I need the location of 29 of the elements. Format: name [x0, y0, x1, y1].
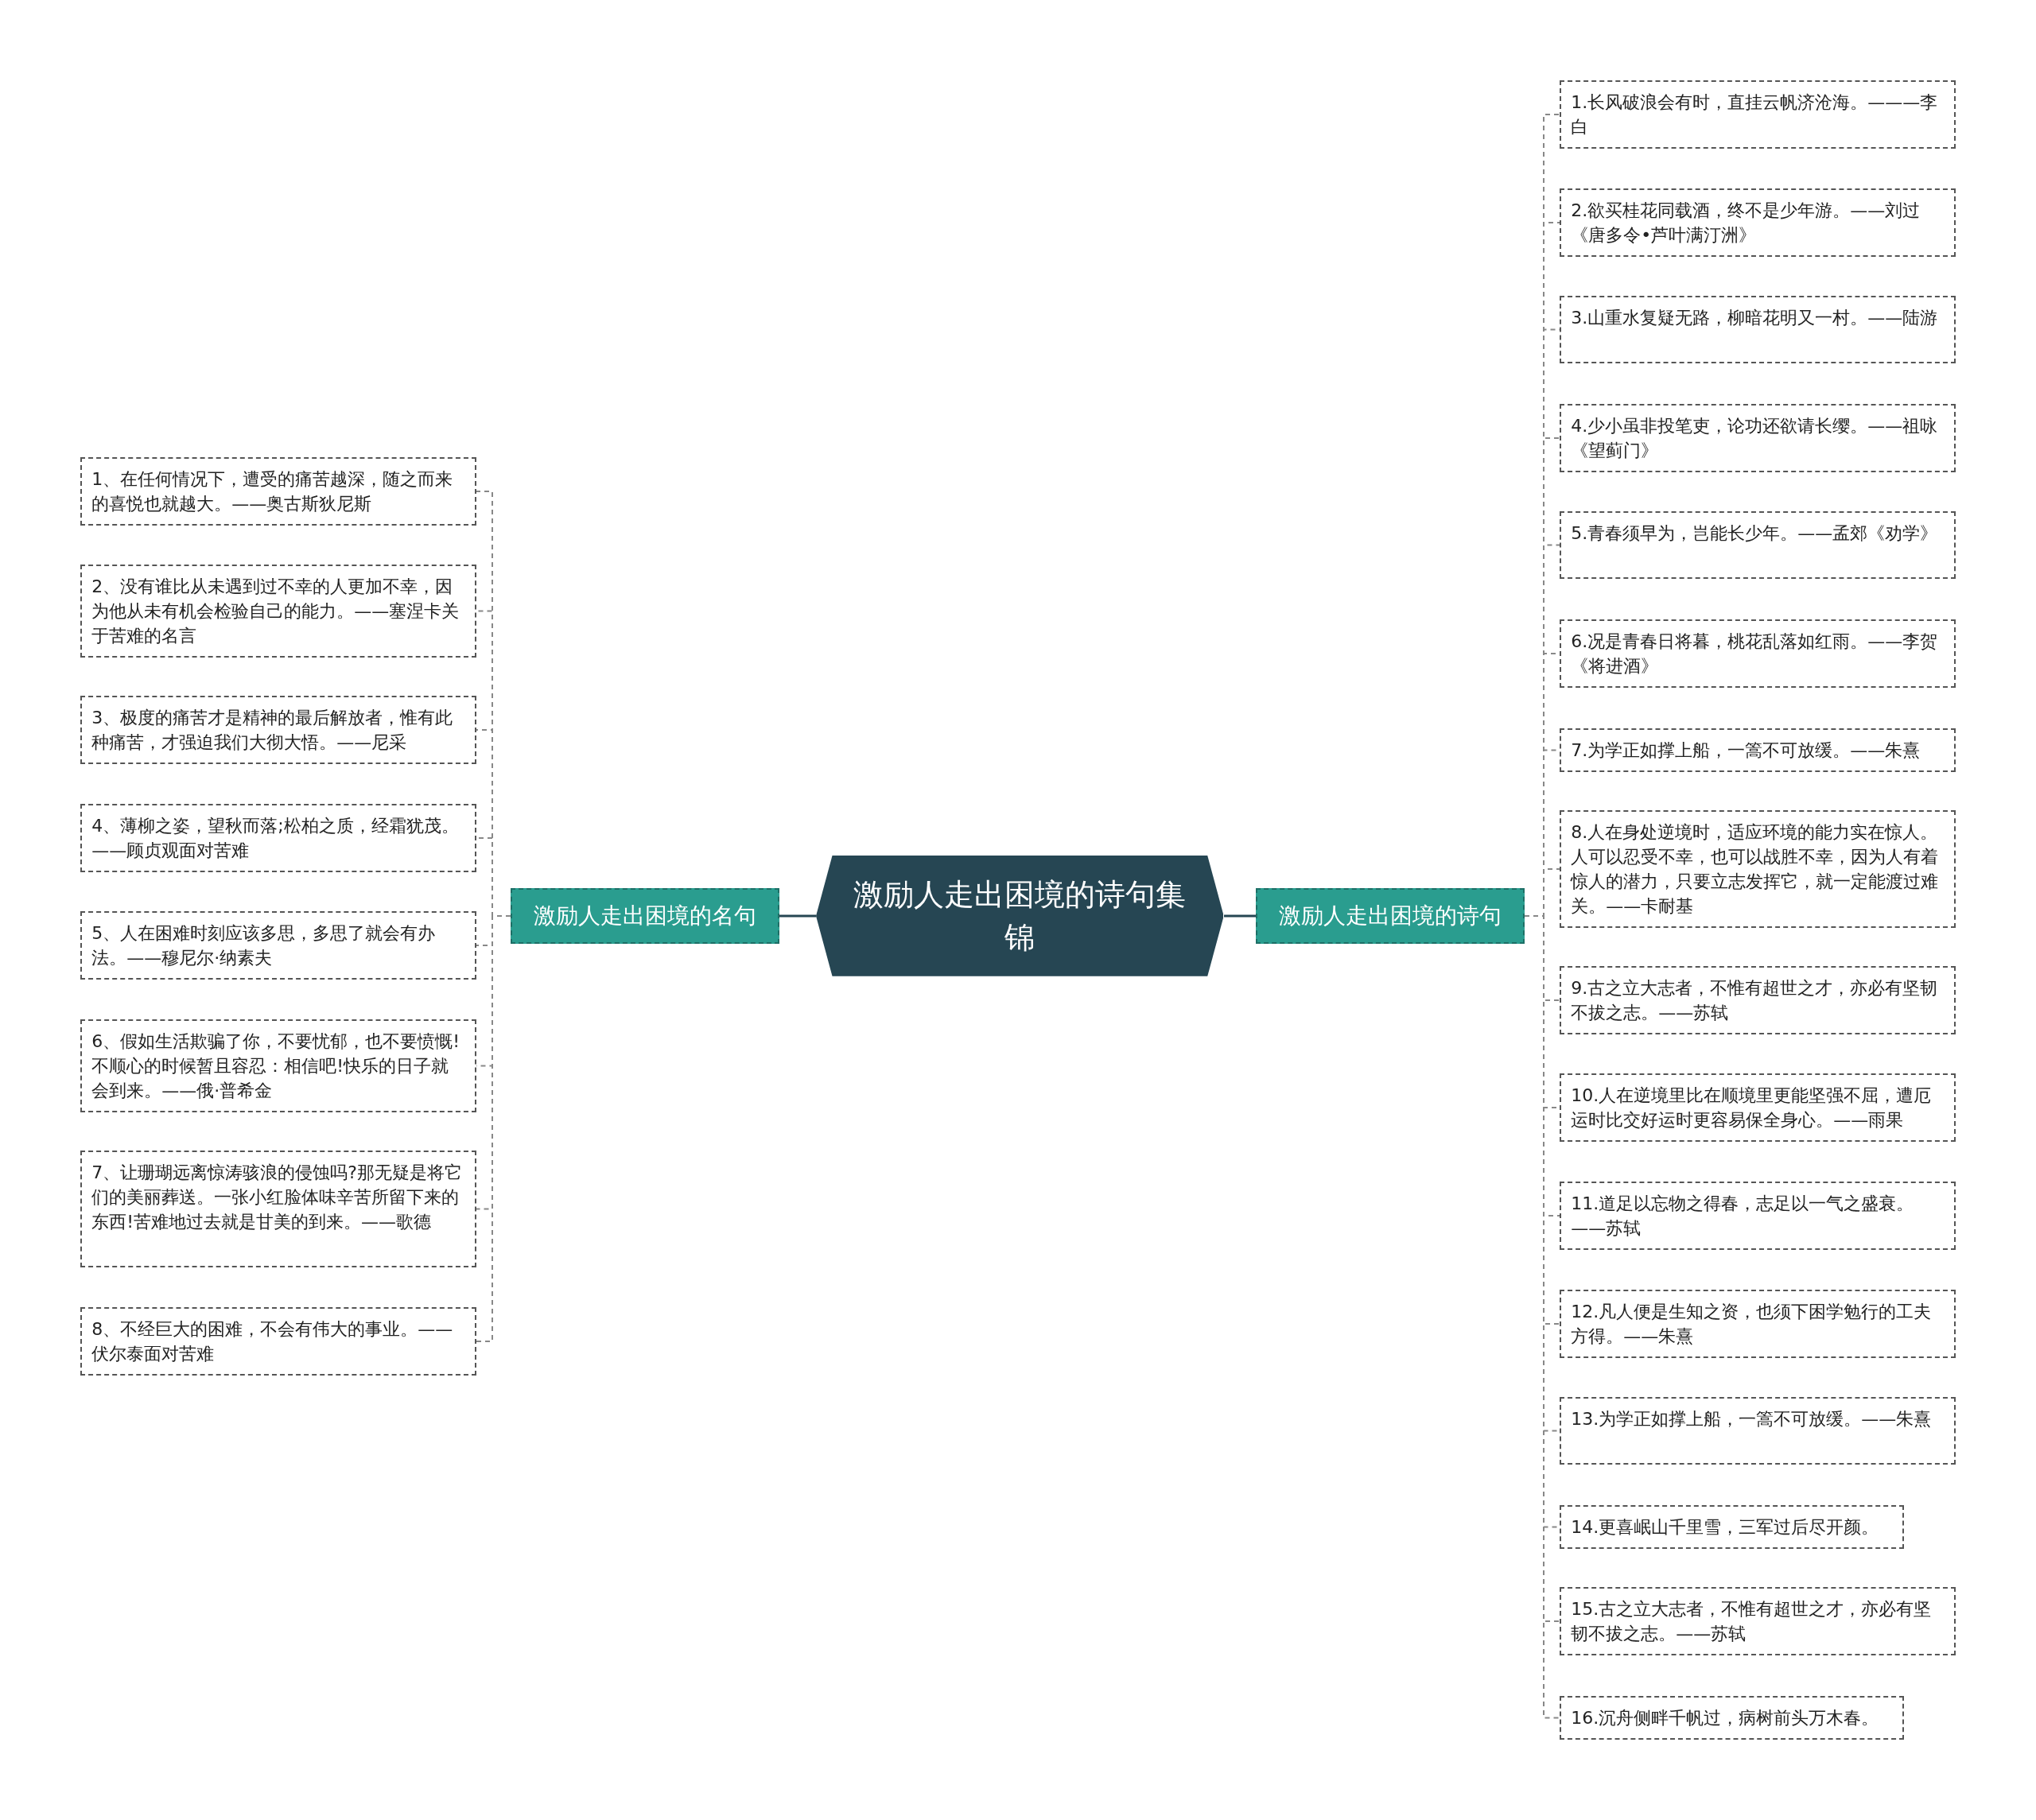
- quote-box: 10.人在逆境里比在顺境里更能坚强不屈，遭厄运时比交好运时更容易保全身心。——雨果: [1560, 1073, 1956, 1143]
- quote-box: 6、假如生活欺骗了你，不要忧郁，也不要愤慨!不顺心的时候暂且容忍：相信吧!快乐的日子就会到来。——俄·普希金: [80, 1019, 477, 1112]
- quote-box: 2、没有谁比从未遇到过不幸的人更加不幸，因为他从未有机会检验自己的能力。——塞涅卡关于苦难的名言: [80, 565, 477, 658]
- quote-box: 4.少小虽非投笔吏，论功还欲请长缨。——祖咏《望蓟门》: [1560, 403, 1956, 472]
- quote-box: 6.况是青春日将暮，桃花乱落如红雨。——李贺《将进酒》: [1560, 619, 1956, 688]
- quote-box: 11.道足以忘物之得春，志足以一气之盛衰。——苏轼: [1560, 1182, 1956, 1250]
- branch-topic-box: 激励人走出困境的诗句: [1256, 887, 1525, 945]
- quote-box: 1.长风破浪会有时，直挂云帆济沧海。———李白: [1560, 80, 1956, 149]
- quote-box: 8.人在身处逆境时，适应环境的能力实在惊人。人可以忍受不幸，也可以战胜不幸，因为人有着惊人的潜力，只要立志发挥它，就一定能渡过难关。——卡耐基: [1560, 810, 1956, 928]
- branch-topic-box: 激励人走出困境的名句: [510, 887, 779, 945]
- quote-box: 2.欲买桂花同载酒，终不是少年游。——刘过《唐多令•芦叶满汀洲》: [1560, 188, 1956, 257]
- quote-box: 12.凡人便是生知之资，也须下困学勉行的工夫方得。——朱熹: [1560, 1289, 1956, 1358]
- quote-box: 8、不经巨大的困难，不会有伟大的事业。——伏尔泰面对苦难: [80, 1307, 477, 1376]
- quote-box: 9.古之立大志者，不惟有超世之才，亦必有坚韧不拔之志。——苏轼: [1560, 965, 1956, 1034]
- quote-box: 7、让珊瑚远离惊涛骇浪的侵蚀吗?那无疑是将它们的美丽葬送。一张小红脸体味辛苦所留下来的东西!苦难地过去就是甘美的到来。——歌德: [80, 1150, 477, 1267]
- connector-line: [1224, 914, 1256, 918]
- quote-box: 13.为学正如撑上船，一篙不可放缓。——朱熹: [1560, 1397, 1956, 1465]
- quote-box: 16.沉舟侧畔千帆过，病树前头万木春。: [1560, 1695, 1904, 1740]
- quote-box: 4、薄柳之姿，望秋而落;松柏之质，经霜犹茂。——顾贞观面对苦难: [80, 803, 477, 872]
- quote-box: 5、人在困难时刻应该多思，多思了就会有办法。——穆尼尔·纳素夫: [80, 911, 477, 980]
- quote-box: 5.青春须早为，岂能长少年。——孟郊《劝学》: [1560, 511, 1956, 580]
- quote-box: 3、极度的痛苦才是精神的最后解放者，惟有此种痛苦，才强迫我们大彻大悟。——尼采: [80, 696, 477, 765]
- quote-box: 7.为学正如撑上船，一篙不可放缓。——朱熹: [1560, 728, 1956, 773]
- connector-line: [779, 914, 816, 918]
- quote-box: 14.更喜岷山千里雪，三军过后尽开颜。: [1560, 1504, 1904, 1549]
- quote-box: 15.古之立大志者，不惟有超世之才，亦必有坚韧不拔之志。——苏轼: [1560, 1586, 1956, 1655]
- central-topic-box: 激励人走出困境的诗句集锦: [815, 856, 1224, 976]
- quote-box: 3.山重水复疑无路，柳暗花明又一村。——陆游: [1560, 296, 1956, 364]
- quote-box: 1、在任何情况下，遭受的痛苦越深，随之而来的喜悦也就越大。——奥古斯狄尼斯: [80, 456, 477, 526]
